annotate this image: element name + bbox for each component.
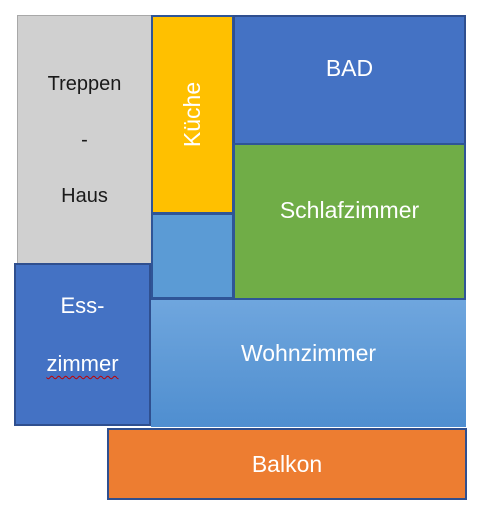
room-esszimmer: Ess- zimmer xyxy=(14,263,151,426)
esszimmer-label-line2: zimmer xyxy=(46,351,119,376)
room-kueche: Küche xyxy=(151,15,234,214)
balkon-label: Balkon xyxy=(251,450,323,477)
room-schlafzimmer: Schlafzimmer xyxy=(233,143,466,300)
room-bad: BAD xyxy=(233,15,466,145)
treppenhaus-label-line3: Haus xyxy=(61,185,108,207)
esszimmer-label-line1: Ess- xyxy=(60,293,105,318)
room-wohnzimmer: Wohnzimmer xyxy=(151,298,466,427)
wohnzimmer-label: Wohnzimmer xyxy=(240,340,377,366)
kueche-label: Küche xyxy=(179,81,205,148)
room-flur xyxy=(151,213,234,299)
room-balkon: Balkon xyxy=(107,428,467,500)
treppenhaus-label-line2: - xyxy=(81,129,88,151)
room-treppenhaus: Treppen - Haus xyxy=(17,15,152,265)
treppenhaus-label-line1: Treppen xyxy=(47,73,122,95)
schlafzimmer-label: Schlafzimmer xyxy=(279,197,420,223)
bad-label: BAD xyxy=(325,55,374,81)
